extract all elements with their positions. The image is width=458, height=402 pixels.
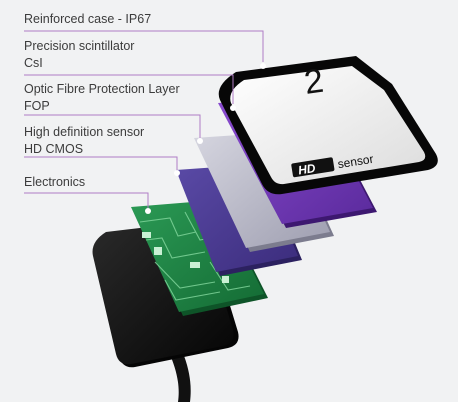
label-hd-sensor-subtitle: HD CMOS — [24, 142, 84, 156]
label-optic-fibre-protection-title: Optic Fibre Protection Layer — [24, 82, 180, 96]
label-precision-scintillator-title: Precision scintillator — [24, 39, 135, 53]
leader-line-cmos — [24, 156, 178, 170]
sensor-badge-text: sensor — [337, 152, 375, 171]
label-hd-sensor-title: High definition sensor — [24, 125, 145, 139]
hd-badge-mark: HD — [297, 161, 317, 178]
sensor-cable — [168, 346, 191, 402]
label-reinforced-case: Reinforced case - IP67 — [24, 11, 151, 28]
leader-lines — [24, 30, 264, 208]
label-precision-scintillator: Precision scintillator CsI — [24, 38, 134, 72]
hd-sensor-badge: HD sensor — [291, 152, 375, 178]
leader-line-electronics — [24, 192, 149, 208]
label-optic-fibre-protection: Optic Fibre Protection Layer FOP — [24, 81, 180, 115]
label-electronics-title: Electronics — [24, 175, 86, 189]
label-hd-sensor: High definition sensor HD CMOS — [24, 124, 144, 158]
reinforced-case-layer: 2 HD sensor — [218, 56, 438, 195]
leader-line-fop — [24, 114, 201, 138]
label-optic-fibre-protection-subtitle: FOP — [24, 99, 50, 113]
leader-line-scintillator — [24, 74, 234, 104]
label-precision-scintillator-subtitle: CsI — [24, 56, 43, 70]
leader-endpoints — [145, 63, 266, 214]
label-reinforced-case-title: Reinforced case - IP67 — [24, 12, 152, 26]
leader-line-case — [24, 30, 264, 62]
label-electronics: Electronics — [24, 174, 85, 191]
